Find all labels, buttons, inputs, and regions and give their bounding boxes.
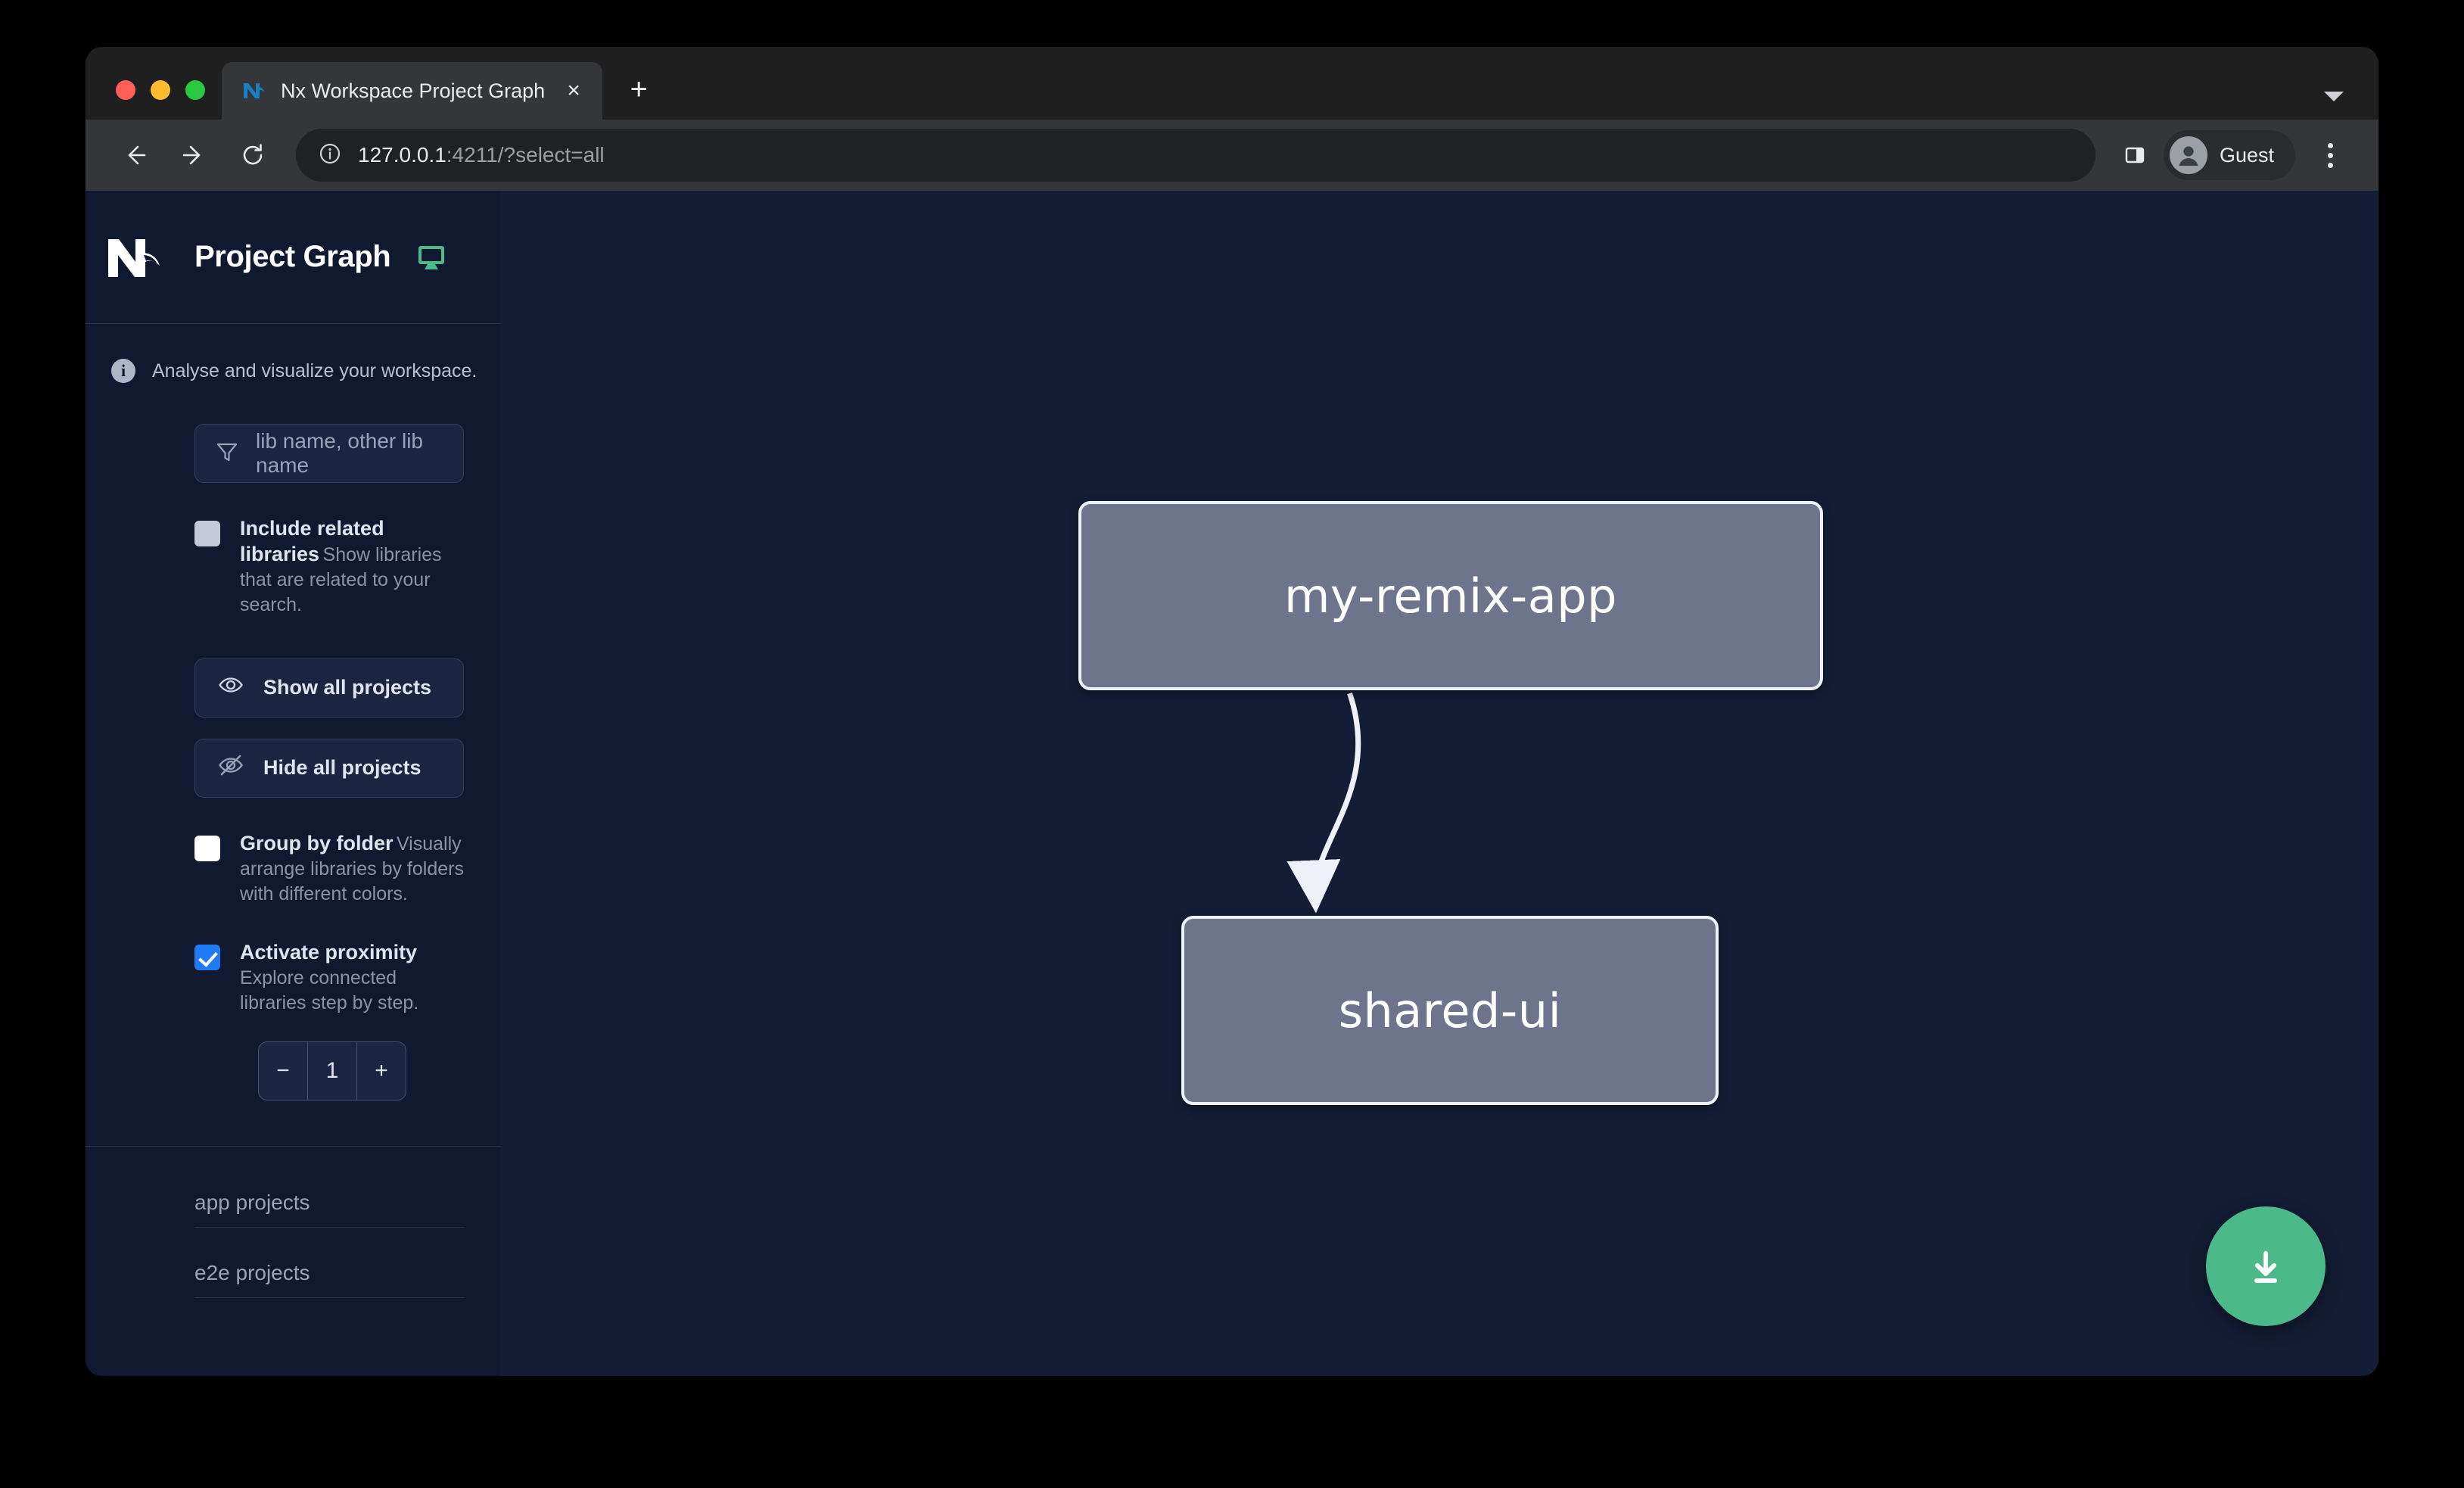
hide-all-projects-button[interactable]: Hide all projects: [194, 738, 464, 798]
tagline-text: Analyse and visualize your workspace.: [152, 360, 478, 381]
option-label: Include related libraries: [240, 517, 384, 565]
eye-icon: [218, 672, 244, 703]
back-button[interactable]: [108, 129, 161, 182]
minimize-window-button[interactable]: [151, 80, 170, 100]
toolbar-right: Guest: [2114, 130, 2351, 180]
proximity-stepper: − 1 +: [258, 1041, 406, 1100]
sidebar: Project Graph i Analyse and visualize yo…: [86, 191, 524, 1376]
tab-strip: Nx Workspace Project Graph × +: [86, 47, 2378, 120]
address-bar-url: 127.0.0.1:4211/?select=all: [358, 143, 605, 167]
search-field-wrapper: lib name, other lib name: [194, 424, 464, 483]
graph-edges: [1286, 692, 1361, 914]
sidebar-divider: [86, 1145, 500, 1147]
address-bar[interactable]: 127.0.0.1:4211/?select=all: [296, 129, 2095, 182]
option-description: Explore connected libraries step by step…: [240, 967, 419, 1013]
url-host: 127.0.0.1: [358, 143, 446, 167]
new-tab-button[interactable]: +: [630, 73, 648, 106]
activate-proximity-checkbox[interactable]: [194, 944, 220, 970]
window-traffic-lights: [86, 80, 205, 120]
browser-window: Nx Workspace Project Graph × +: [86, 47, 2378, 1376]
forward-button[interactable]: [167, 129, 220, 182]
download-icon: [2254, 1251, 2277, 1283]
show-all-projects-label: Show all projects: [263, 676, 432, 699]
nx-favicon: [241, 78, 267, 104]
proximity-increment-button[interactable]: +: [356, 1041, 406, 1100]
edge-my-remix-app-to-shared-ui: [1286, 692, 1361, 914]
page-title: Project Graph: [194, 240, 391, 273]
option-description: Show libraries that are related to your …: [240, 543, 442, 615]
graph-node-shared-ui[interactable]: shared-ui: [1181, 916, 1719, 1105]
sidebar-tagline: i Analyse and visualize your workspace.: [86, 324, 500, 383]
info-icon: i: [111, 359, 135, 383]
search-input[interactable]: lib name, other lib name: [194, 424, 464, 483]
eye-off-icon: [218, 752, 244, 783]
project-graph-canvas[interactable]: my-remix-app shared-ui: [500, 191, 2378, 1376]
sidebar-section-e2e-projects[interactable]: e2e projects: [194, 1228, 464, 1298]
option-label: Activate proximity: [240, 940, 418, 963]
tab-strip-right: [2324, 92, 2378, 120]
monitor-icon[interactable]: [415, 241, 448, 274]
chevron-down-icon[interactable]: [2324, 92, 2344, 101]
graph-node-my-remix-app[interactable]: my-remix-app: [1078, 501, 1823, 690]
profile-button[interactable]: Guest: [2163, 130, 2295, 180]
filter-icon: [215, 440, 239, 468]
download-image-button[interactable]: [2206, 1206, 2326, 1326]
tab-title: Nx Workspace Project Graph: [281, 79, 546, 102]
option-label: Group by folder: [240, 831, 394, 855]
show-all-projects-button[interactable]: Show all projects: [194, 658, 464, 718]
kebab-menu-icon[interactable]: [2309, 134, 2351, 176]
group-by-folder-checkbox[interactable]: [194, 835, 220, 861]
close-icon[interactable]: ×: [567, 78, 580, 103]
side-panel-icon[interactable]: [2114, 134, 2156, 176]
sidebar-body: i Analyse and visualize your workspace. …: [86, 324, 500, 1298]
option-activate-proximity[interactable]: Activate proximity Explore connected lib…: [194, 940, 464, 1016]
nx-logo: [107, 236, 170, 279]
reload-button[interactable]: [226, 129, 279, 182]
include-related-libraries-checkbox[interactable]: [194, 521, 220, 546]
hide-all-projects-label: Hide all projects: [263, 756, 422, 780]
page-viewport: Project Graph i Analyse and visualize yo…: [86, 191, 2378, 1376]
browser-toolbar: 127.0.0.1:4211/?select=all Guest: [86, 120, 2378, 191]
browser-tab[interactable]: Nx Workspace Project Graph ×: [222, 62, 603, 120]
option-include-related-libraries[interactable]: Include related libraries Show libraries…: [194, 516, 464, 618]
url-path: :4211/?select=all: [446, 143, 605, 167]
option-description: Visually arrange libraries by folders wi…: [240, 833, 464, 904]
close-window-button[interactable]: [116, 80, 135, 100]
sidebar-header: Project Graph: [86, 191, 500, 324]
visibility-buttons: Show all projects Hide all projects: [86, 658, 500, 798]
avatar: [2169, 136, 2207, 174]
proximity-value: 1: [307, 1041, 356, 1100]
search-placeholder: lib name, other lib name: [256, 429, 424, 477]
sidebar-section-app-projects[interactable]: app projects: [194, 1147, 464, 1228]
site-info-icon[interactable]: [319, 142, 341, 169]
proximity-decrement-button[interactable]: −: [276, 1057, 290, 1083]
option-group-by-folder[interactable]: Group by folder Visually arrange librari…: [194, 831, 464, 907]
profile-name: Guest: [2219, 143, 2274, 167]
maximize-window-button[interactable]: [185, 80, 205, 100]
